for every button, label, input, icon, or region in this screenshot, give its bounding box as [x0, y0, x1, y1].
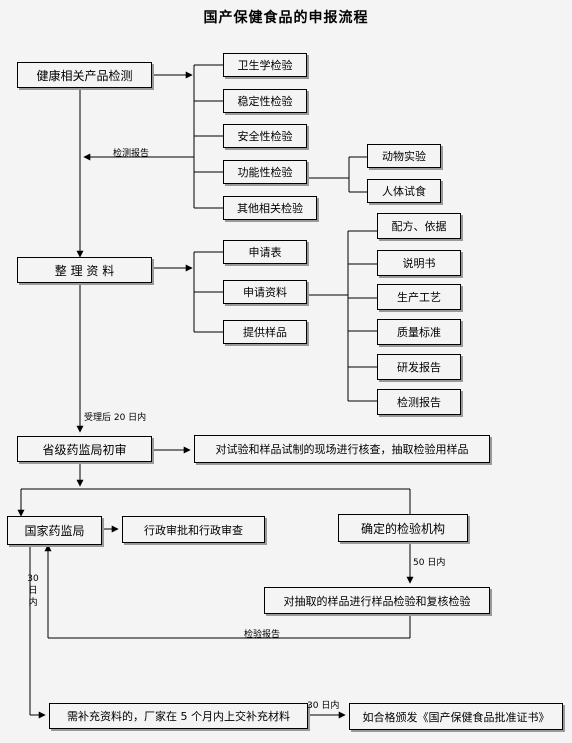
application-form-box: 申请表 [223, 240, 307, 264]
hygiene-test-box: 卫生学检验 [223, 53, 307, 77]
page-title: 国产保健食品的申报流程 [203, 10, 369, 26]
site-inspection-box: 对试验和样品试制的现场进行核查，抽取检验用样品 [194, 435, 490, 463]
manual-box: 说明书 [377, 250, 461, 276]
inspection-report-label: 检验报告 [244, 630, 281, 640]
human-trial-box: 人体试食 [367, 179, 441, 203]
organize-materials-box: 整 理 资 料 [17, 257, 152, 283]
animal-experiment-box: 动物实验 [367, 144, 441, 168]
health-product-test-box: 健康相关产品检测 [17, 62, 152, 88]
test-report-box: 检测报告 [377, 389, 461, 415]
testing-institution-box: 确定的检验机构 [338, 514, 468, 542]
50-days-label: 50 日内 [413, 558, 446, 568]
30-days-vertical-ri: 日 [28, 586, 38, 596]
other-test-box: 其他相关检验 [223, 196, 317, 220]
sfda-box: 国家药监局 [7, 516, 102, 545]
30-days-vertical-nei: 内 [28, 598, 38, 608]
safety-test-box: 安全性检验 [223, 124, 307, 148]
stability-test-box: 稳定性检验 [223, 89, 307, 113]
30-days-label: 30 日内 [307, 701, 340, 711]
provide-samples-box: 提供样品 [223, 320, 307, 344]
provincial-review-box: 省级药监局初审 [17, 436, 152, 462]
admin-approval-box: 行政审批和行政审查 [122, 516, 265, 543]
30-days-vertical-label: 30 日 内 [27, 573, 39, 609]
function-test-box: 功能性检验 [223, 160, 307, 184]
production-process-box: 生产工艺 [377, 284, 461, 310]
formula-basis-box: 配方、依据 [377, 213, 461, 239]
certificate-box: 如合格颁发《国产保健食品批准证书》 [349, 703, 563, 730]
accept-20-days-label: 受理后 20 日内 [84, 413, 147, 423]
application-materials-box: 申请资料 [223, 280, 307, 304]
30-days-vertical-num: 30 [27, 574, 39, 584]
sample-testing-box: 对抽取的样品进行样品检验和复核检验 [264, 587, 490, 614]
quality-standard-box: 质量标准 [377, 319, 461, 345]
test-report-label: 检测报告 [113, 149, 150, 159]
rd-report-box: 研发报告 [377, 354, 461, 380]
supplement-materials-box: 需补充资料的，厂家在 5 个月内上交补充材料 [49, 703, 308, 729]
